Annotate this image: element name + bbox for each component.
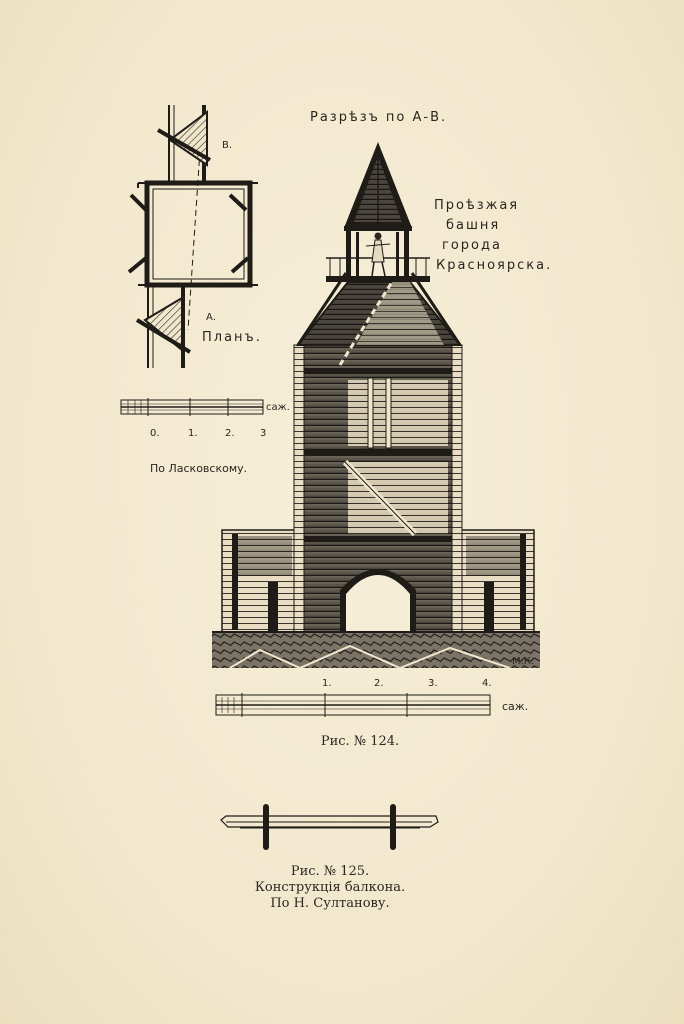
caption-fig-125-title: Конструкція балкона. <box>254 880 406 895</box>
small-scale-unit: саж. <box>266 402 290 413</box>
small-scale-tick-0: 0. <box>150 428 160 439</box>
large-scale-tick-3: 3. <box>428 678 438 689</box>
small-scale-tick-3: 3 <box>260 428 267 439</box>
plan-label-a: А. <box>206 312 217 323</box>
title-line-4: Красноярска. <box>436 258 553 273</box>
small-scale-bar <box>120 398 264 416</box>
tower-drawing <box>212 142 540 670</box>
caption-fig-124: Рис. № 124. <box>320 734 400 749</box>
large-scale-tick-4: 4. <box>482 678 492 689</box>
section-label: Разрѣзъ по А-В. <box>310 110 448 125</box>
caption-fig-125-number: Рис. № 125. <box>290 864 370 879</box>
title-line-1: Проѣзжая <box>434 198 520 213</box>
large-scale-tick-2: 2. <box>374 678 384 689</box>
plan-drawing <box>127 105 258 368</box>
large-scale-tick-1: 1. <box>322 678 332 689</box>
attribution-laskovsky: По Ласковскому. <box>150 462 248 475</box>
title-line-3: города <box>442 238 502 253</box>
plan-title: Планъ. <box>202 330 262 345</box>
large-scale-bar <box>215 693 491 717</box>
plan-label-b: В. <box>222 140 233 151</box>
large-scale-unit: саж. <box>502 700 529 713</box>
small-scale-tick-1: 1. <box>188 428 198 439</box>
title-line-2: башня <box>446 218 501 233</box>
balcony-drawing <box>220 804 439 850</box>
small-scale-tick-2: 2. <box>225 428 235 439</box>
draftsman-initials: М.К. <box>512 656 535 667</box>
caption-fig-125-author: По Н. Султанову. <box>270 896 390 911</box>
